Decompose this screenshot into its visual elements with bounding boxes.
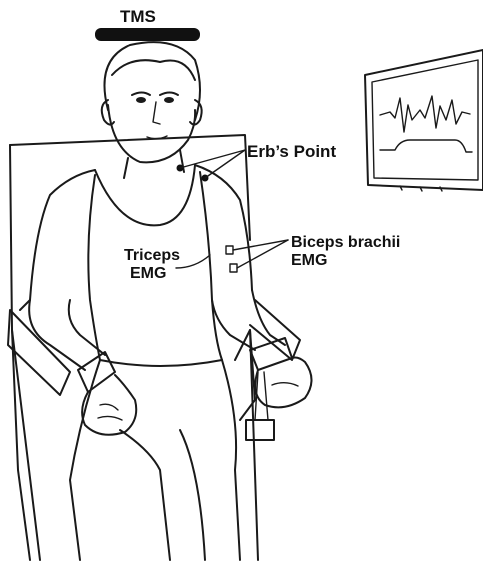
erbs-point-markers	[177, 150, 246, 182]
legs	[70, 360, 240, 560]
head	[102, 42, 202, 178]
biceps-markers	[226, 240, 288, 272]
baseline-trace	[380, 140, 472, 152]
biceps-electrode-2	[230, 264, 237, 272]
biceps-electrode-1	[226, 246, 233, 254]
biceps-label-line2: EMG	[291, 252, 327, 269]
triceps-leader	[176, 255, 210, 268]
emg-trace	[380, 96, 470, 132]
tms-coil	[95, 28, 200, 41]
emg-amplifier-box	[246, 420, 274, 440]
triceps-label-line2: EMG	[130, 265, 166, 282]
erbs-point-label: Erb’s Point	[247, 142, 336, 161]
right-arm	[212, 290, 312, 440]
emg-monitor	[365, 50, 483, 191]
tms-label: TMS	[120, 7, 156, 26]
left-arm	[29, 300, 136, 435]
triceps-label-line1: Triceps	[124, 247, 180, 264]
biceps-label-line1: Biceps brachii	[291, 234, 400, 251]
